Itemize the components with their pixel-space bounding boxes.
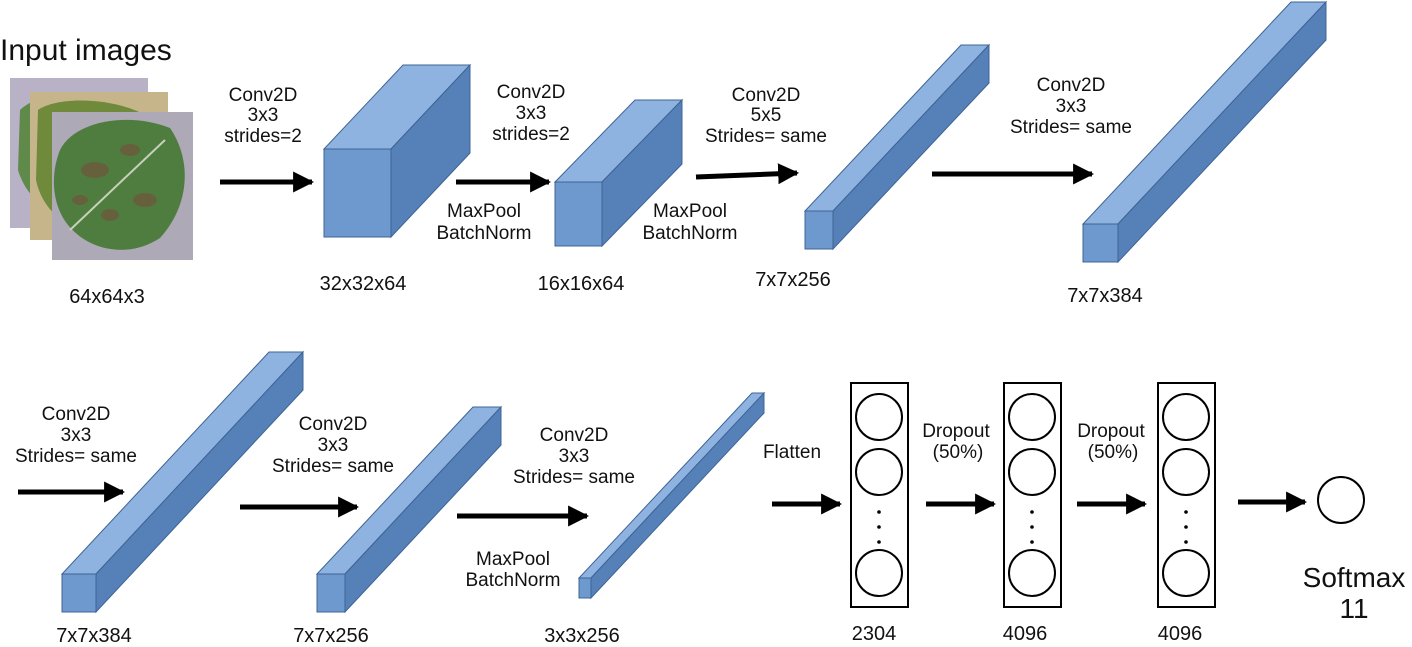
conv-label-line: strides=2: [492, 124, 570, 145]
conv-label-line: Conv2D: [1037, 75, 1106, 96]
conv-label-line: Strides= same: [272, 456, 394, 477]
dense-layer: [1157, 382, 1216, 608]
leaf-lesion: [120, 144, 140, 156]
leaf-lesion: [101, 209, 119, 221]
box-side-face: [832, 43, 990, 251]
ellipsis-dot: [1030, 540, 1034, 544]
box-front-face: [578, 577, 592, 599]
ellipsis-dot: [877, 540, 881, 544]
conv-label-line: Strides= same: [15, 446, 137, 467]
leaf-lesion: [81, 162, 109, 178]
conv-label-line: 5x5: [751, 105, 782, 126]
dropout-rate-label: (50%): [1088, 442, 1139, 463]
dims-label: 7x7x256: [755, 269, 831, 291]
dense-dims-label: 2304: [852, 623, 897, 645]
conv-label-line: Strides= same: [513, 467, 635, 488]
dense-dims-label: 4096: [1158, 623, 1203, 645]
conv-label-line: Conv2D: [732, 85, 801, 106]
box-front-face: [316, 573, 346, 613]
neuron: [1162, 549, 1210, 597]
neuron: [1008, 448, 1056, 496]
flatten-label: Flatten: [763, 442, 821, 463]
ellipsis-dot: [1030, 525, 1034, 529]
box-front-face: [804, 210, 834, 250]
neuron: [855, 448, 903, 496]
leaf-lesion: [133, 193, 157, 207]
conv-label-line: Conv2D: [540, 425, 609, 446]
box-top-face: [803, 44, 991, 212]
conv-label-line: Strides= same: [1010, 117, 1132, 138]
feature-map-box: [322, 63, 472, 239]
pool-label-line: MaxPool: [476, 549, 550, 570]
feature-map-box: [577, 391, 766, 600]
pool-label-line: BatchNorm: [465, 570, 560, 591]
neuron: [855, 393, 903, 441]
output-neuron: [1317, 476, 1365, 524]
neuron: [1008, 549, 1056, 597]
dense-dims-label: 4096: [1003, 623, 1048, 645]
ellipsis-dot: [1184, 540, 1188, 544]
conv-label-line: 3x3: [516, 103, 547, 124]
dims-label: 7x7x384: [56, 625, 132, 647]
dropout-label: Dropout: [922, 421, 990, 442]
neuron: [855, 549, 903, 597]
conv-label-line: 3x3: [61, 425, 92, 446]
dims-label: 3x3x256: [544, 625, 620, 647]
feature-map-box: [315, 405, 503, 614]
dropout-rate-label: (50%): [933, 442, 984, 463]
ellipsis-dot: [877, 510, 881, 514]
ellipsis-dot: [877, 525, 881, 529]
neuron: [1162, 393, 1210, 441]
feature-map-box: [60, 350, 305, 614]
box-side-face: [590, 391, 765, 600]
conv-label-line: 3x3: [559, 446, 590, 467]
conv-label-line: Conv2D: [229, 85, 298, 106]
box-top-face: [1081, 1, 1328, 225]
conv-label-line: Conv2D: [42, 404, 111, 425]
dense-layer: [850, 382, 909, 608]
conv-label-line: strides=2: [224, 126, 302, 147]
conv-label-line: 3x3: [318, 435, 349, 456]
input-leaf-images: [10, 78, 193, 260]
leaf-lesion: [72, 195, 88, 205]
feature-map-box: [553, 98, 684, 248]
dropout-label: Dropout: [1077, 421, 1145, 442]
neuron: [1008, 393, 1056, 441]
box-side-face: [95, 350, 304, 614]
output-units-label: 11: [1339, 593, 1368, 624]
pool-label-line: MaxPool: [653, 201, 727, 222]
softmax-label: Softmax: [1303, 562, 1406, 593]
dims-label: 32x32x64: [320, 273, 407, 295]
input-title: Input images: [0, 34, 172, 67]
dims-label: 7x7x384: [1067, 285, 1143, 307]
input-dims-label: 64x64x3: [69, 286, 145, 308]
dims-label: 16x16x64: [538, 273, 625, 295]
pool-label-line: BatchNorm: [436, 223, 531, 244]
neuron: [1162, 448, 1210, 496]
box-front-face: [61, 573, 97, 613]
feature-map-box: [1081, 0, 1328, 264]
feature-map-box: [803, 43, 991, 251]
conv-label-line: Conv2D: [299, 414, 368, 435]
ellipsis-dot: [1184, 525, 1188, 529]
flow-arrow: [695, 163, 800, 185]
conv-label-line: Conv2D: [497, 82, 566, 103]
pool-label-line: MaxPool: [447, 201, 521, 222]
conv-label-line: 3x3: [248, 105, 279, 126]
box-front-face: [1082, 223, 1119, 263]
ellipsis-dot: [1030, 510, 1034, 514]
ellipsis-dot: [1184, 510, 1188, 514]
dims-label: 7x7x256: [293, 625, 369, 647]
conv-label-line: 3x3: [1056, 96, 1087, 117]
box-front-face: [323, 148, 392, 238]
box-front-face: [554, 181, 603, 247]
box-side-face: [1117, 0, 1327, 264]
pool-label-line: BatchNorm: [642, 223, 737, 244]
leaf-vein: [69, 139, 166, 231]
conv-label-line: Strides= same: [705, 126, 827, 147]
dense-layer: [1003, 382, 1062, 608]
leaf-shape-front: [53, 119, 185, 250]
